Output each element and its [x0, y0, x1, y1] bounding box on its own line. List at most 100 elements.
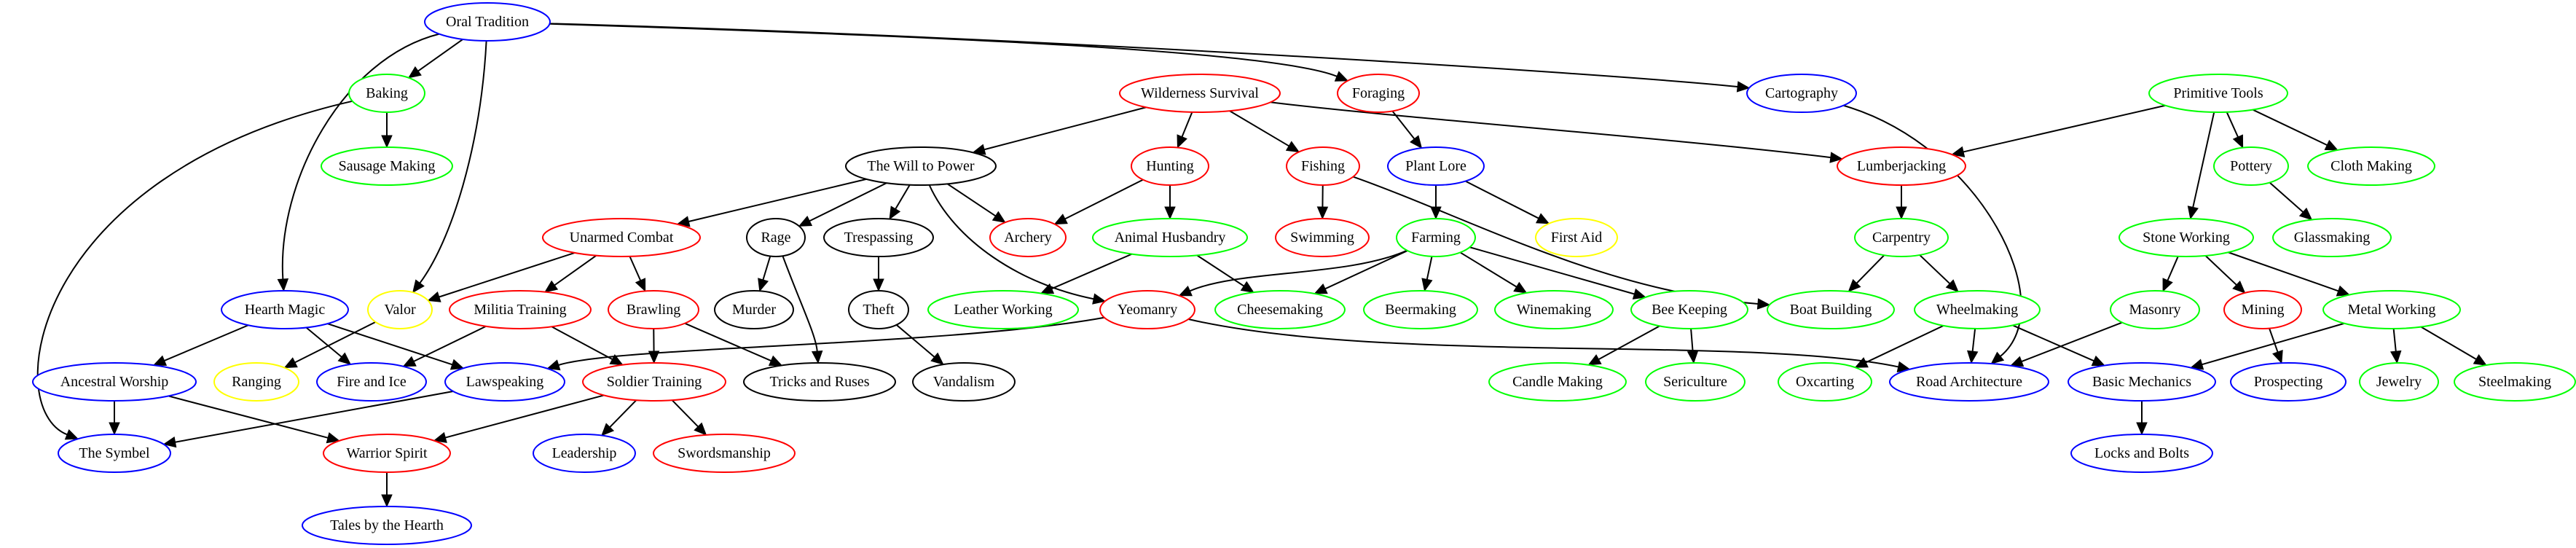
node-prospecting[interactable]: Prospecting	[2230, 362, 2347, 402]
edge-primitive-tools-to-lumberjacking	[1951, 104, 2166, 157]
edge-line	[1391, 110, 1415, 140]
node-plant-lore[interactable]: Plant Lore	[1387, 146, 1485, 186]
node-warrior-spirit[interactable]: Warrior Spirit	[323, 434, 451, 473]
arrowhead-icon	[544, 280, 559, 293]
node-brawling[interactable]: Brawling	[608, 290, 699, 329]
arrowhead-icon	[811, 350, 823, 364]
node-foraging[interactable]: Foraging	[1337, 74, 1420, 113]
node-first-aid[interactable]: First Aid	[1535, 218, 1618, 257]
node-road-architecture[interactable]: Road Architecture	[1889, 362, 2049, 402]
arrowhead-icon	[768, 355, 783, 367]
node-theft[interactable]: Theft	[848, 290, 909, 329]
node-locks-and-bolts[interactable]: Locks and Bolts	[2070, 434, 2213, 473]
node-bee-keeping[interactable]: Bee Keeping	[1630, 290, 1748, 329]
node-oxcarting[interactable]: Oxcarting	[1778, 362, 1872, 402]
edge-line	[419, 40, 487, 283]
node-masonry[interactable]: Masonry	[2110, 290, 2200, 329]
node-fire-and-ice[interactable]: Fire and Ice	[316, 362, 427, 402]
edge-wheelmaking-to-basic-mechanics	[2012, 324, 2105, 367]
node-sausage-making[interactable]: Sausage Making	[321, 146, 453, 186]
node-carpentry[interactable]: Carpentry	[1854, 218, 1949, 257]
node-wheelmaking[interactable]: Wheelmaking	[1914, 290, 2041, 329]
node-trespassing[interactable]: Trespassing	[823, 218, 934, 257]
node-jewelry[interactable]: Jewelry	[2359, 362, 2439, 402]
node-winemaking[interactable]: Winemaking	[1494, 290, 1614, 329]
node-ancestral-worship[interactable]: Ancestral Worship	[32, 362, 197, 402]
node-label: Plant Lore	[1405, 158, 1466, 174]
node-tricks-and-ruses[interactable]: Tricks and Ruses	[743, 362, 896, 402]
node-label: Fishing	[1301, 158, 1345, 174]
node-label: Yeomanry	[1118, 302, 1177, 318]
node-murder[interactable]: Murder	[714, 290, 794, 329]
node-cloth-making[interactable]: Cloth Making	[2307, 146, 2435, 186]
node-valor[interactable]: Valor	[367, 290, 433, 329]
node-label: Wilderness Survival	[1141, 85, 1259, 101]
node-baking[interactable]: Baking	[348, 74, 425, 113]
node-leadership[interactable]: Leadership	[533, 434, 636, 473]
node-leather-working[interactable]: Leather Working	[927, 290, 1079, 329]
node-candle-making[interactable]: Candle Making	[1488, 362, 1627, 402]
node-oral-tradition[interactable]: Oral Tradition	[424, 2, 551, 42]
edge-lumberjacking-to-carpentry	[1896, 185, 1907, 220]
node-yeomanry[interactable]: Yeomanry	[1099, 290, 1195, 329]
arrowhead-icon	[546, 359, 561, 371]
edge-line	[1963, 104, 2166, 153]
node-lawspeaking[interactable]: Lawspeaking	[444, 362, 565, 402]
node-ellipse	[1494, 290, 1614, 329]
edge-line	[895, 324, 935, 358]
node-swimming[interactable]: Swimming	[1275, 218, 1370, 257]
node-ellipse	[1645, 362, 1746, 402]
node-primitive-tools[interactable]: Primitive Tools	[2148, 74, 2288, 113]
node-metal-working[interactable]: Metal Working	[2322, 290, 2461, 329]
arrowhead-icon	[2232, 280, 2246, 294]
node-tales-by-the-hearth[interactable]: Tales by the Hearth	[302, 506, 472, 545]
node-lumberjacking[interactable]: Lumberjacking	[1837, 146, 1966, 186]
node-ellipse	[323, 434, 451, 473]
node-vandalism[interactable]: Vandalism	[912, 362, 1016, 402]
node-wilderness-survival[interactable]: Wilderness Survival	[1119, 74, 1281, 113]
node-the-symbel[interactable]: The Symbel	[58, 434, 171, 473]
node-hunting[interactable]: Hunting	[1131, 146, 1209, 186]
node-beermaking[interactable]: Beermaking	[1363, 290, 1478, 329]
node-basic-mechanics[interactable]: Basic Mechanics	[2068, 362, 2216, 402]
edge-line	[1188, 318, 1898, 368]
node-label: Sericulture	[1663, 374, 1727, 390]
edge-line	[1196, 254, 1244, 287]
node-steelmaking[interactable]: Steelmaking	[2454, 362, 2576, 402]
edge-line	[2226, 111, 2239, 138]
node-fishing[interactable]: Fishing	[1286, 146, 1360, 186]
node-glassmaking[interactable]: Glassmaking	[2272, 218, 2392, 257]
node-boat-building[interactable]: Boat Building	[1767, 290, 1895, 329]
node-unarmed-combat[interactable]: Unarmed Combat	[542, 218, 701, 257]
node-ranging[interactable]: Ranging	[213, 362, 299, 402]
node-label: Baking	[366, 85, 408, 101]
node-will-to-power[interactable]: The Will to Power	[845, 146, 997, 186]
node-pottery[interactable]: Pottery	[2213, 146, 2289, 186]
edge-line	[1189, 249, 1407, 292]
node-soldier-training[interactable]: Soldier Training	[582, 362, 726, 402]
node-label: Valor	[384, 302, 416, 318]
node-ellipse	[1746, 74, 1857, 113]
node-stone-working[interactable]: Stone Working	[2118, 218, 2254, 257]
node-cheesemaking[interactable]: Cheesemaking	[1214, 290, 1346, 329]
node-label: Rage	[761, 230, 790, 246]
node-swordsmanship[interactable]: Swordsmanship	[653, 434, 796, 473]
node-sericulture[interactable]: Sericulture	[1645, 362, 1746, 402]
node-animal-husbandry[interactable]: Animal Husbandry	[1092, 218, 1248, 257]
arrowhead-icon	[2473, 354, 2487, 366]
edge-cartography-to-road-architecture	[1843, 104, 2022, 364]
node-label: Stone Working	[2143, 230, 2230, 246]
node-archery[interactable]: Archery	[989, 218, 1067, 257]
arrowhead-icon	[326, 432, 340, 444]
node-rage[interactable]: Rage	[746, 218, 806, 257]
node-farming[interactable]: Farming	[1396, 218, 1476, 257]
node-mining[interactable]: Mining	[2223, 290, 2302, 329]
node-label: Militia Training	[474, 302, 566, 318]
node-militia-training[interactable]: Militia Training	[449, 290, 592, 329]
node-cartography[interactable]: Cartography	[1746, 74, 1857, 113]
edge-soldier-training-to-swordsmanship	[671, 399, 707, 436]
edge-line	[671, 399, 699, 428]
node-hearth-magic[interactable]: Hearth Magic	[221, 290, 349, 329]
node-ellipse	[1275, 218, 1370, 257]
arrowhead-icon	[2162, 278, 2173, 292]
